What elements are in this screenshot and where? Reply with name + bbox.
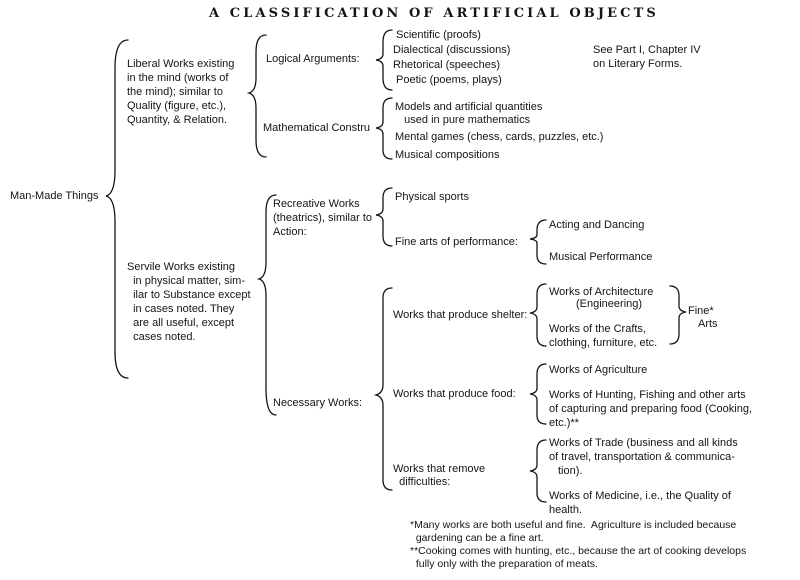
difficulties-item: health. (549, 504, 583, 516)
food-item: etc.)** (549, 417, 579, 429)
servile-line: cases noted. (127, 331, 196, 343)
servile-line: ilar to Substance except (127, 289, 251, 301)
food-item: of capturing and preparing food (Cooking… (549, 403, 753, 415)
shelter-label: Works that produce shelter: (393, 309, 528, 321)
difficulties-label: Works that remove (393, 463, 486, 475)
brace-difficulties (529, 439, 547, 503)
shelter-item: Works of Architecture (549, 286, 654, 298)
math-item: Models and artificial quantities (395, 101, 543, 113)
liberal-line: in the mind (works of (127, 72, 229, 84)
brace-root (105, 39, 129, 379)
food-item: Works of Agriculture (549, 364, 648, 376)
difficulties-item: Works of Trade (business and all kinds (549, 437, 738, 449)
brace-fine-performance (529, 219, 547, 265)
literary-forms-note: on Literary Forms. (593, 58, 683, 70)
brace-servile (256, 194, 277, 416)
recreative-line: Action: (273, 226, 307, 238)
math-item: Mental games (chess, cards, puzzles, etc… (395, 131, 604, 143)
math-item: Musical compositions (395, 149, 500, 161)
title-part-2: OF ARTIFICIAL OBJECTS (409, 6, 659, 21)
logical-item: Scientific (proofs) (396, 29, 481, 41)
servile-line: Servile Works existing (127, 261, 235, 273)
shelter-item: (Engineering) (576, 298, 643, 310)
difficulties-item: Works of Medicine, i.e., the Quality of (549, 490, 731, 502)
shelter-item: clothing, furniture, etc. (549, 337, 658, 349)
brace-necessary (373, 287, 393, 491)
recreative-works-label: Recreative Works (theatrics), similar to… (273, 197, 377, 241)
math-item: used in pure mathematics (395, 114, 531, 126)
footnote-line: fully only with the preparation of meats… (410, 558, 598, 570)
logical-item: Rhetorical (speeches) (393, 59, 500, 71)
footnotes: *Many works are both useful and fine. Ag… (410, 519, 798, 575)
acting-and-dancing: Acting and Dancing (549, 219, 645, 231)
liberal-line: Liberal Works existing (127, 58, 235, 70)
fine-arts-label: Arts (698, 318, 718, 330)
footnote-line: *Many works are both useful and fine. Ag… (410, 519, 737, 531)
brace-shelter (529, 283, 547, 347)
brace-logical (375, 29, 393, 91)
food-label: Works that produce food: (393, 388, 516, 400)
difficulties-item: of travel, transportation & communica- (549, 451, 735, 463)
diagram-title: A CLASSIFICATION OF ARTIFICIAL OBJECTS (209, 6, 659, 21)
necessary-works-label: Necessary Works: (273, 397, 363, 409)
logical-arguments-label: Logical Arguments: (266, 53, 360, 65)
recreative-line: (theatrics), similar to (273, 212, 373, 224)
fine-arts-label: Fine* (688, 305, 714, 317)
food-item: Works of Hunting, Fishing and other arts (549, 389, 746, 401)
footnote-line: gardening can be a fine art. (410, 532, 544, 544)
physical-sports: Physical sports (395, 191, 469, 203)
logical-item: Dialectical (discussions) (393, 44, 511, 56)
musical-performance: Musical Performance (549, 251, 653, 263)
brace-food (529, 363, 547, 425)
brace-liberal (246, 34, 267, 158)
fine-arts-of-performance-label: Fine arts of performance: (395, 236, 518, 248)
liberal-line: Quantity, & Relation. (127, 114, 228, 126)
brace-math (375, 97, 393, 160)
mathematical-constructions-label: Mathematical Constru (263, 122, 370, 134)
difficulties-label: difficulties: (393, 476, 451, 488)
title-part-1: A CLASSIFICATION (209, 6, 402, 21)
shelter-item: Works of the Crafts, (549, 323, 646, 335)
footnote-line: **Cooking comes with hunting, etc., beca… (410, 545, 747, 557)
literary-forms-note: See Part I, Chapter IV (593, 44, 701, 56)
brace-fine-arts (669, 285, 687, 345)
brace-recreative (375, 187, 393, 247)
servile-line: in physical matter, sim- (127, 275, 245, 287)
liberal-line: Quality (figure, etc.), (127, 100, 227, 112)
servile-line: in cases noted. They (127, 303, 235, 315)
root-label: Man-Made Things (10, 190, 99, 202)
servile-line: are all useful, except (127, 317, 235, 329)
liberal-line: the mind); similar to (127, 86, 223, 98)
difficulties-item: tion). (558, 465, 583, 477)
logical-item: Poetic (poems, plays) (396, 74, 502, 86)
recreative-line: Recreative Works (273, 198, 360, 210)
